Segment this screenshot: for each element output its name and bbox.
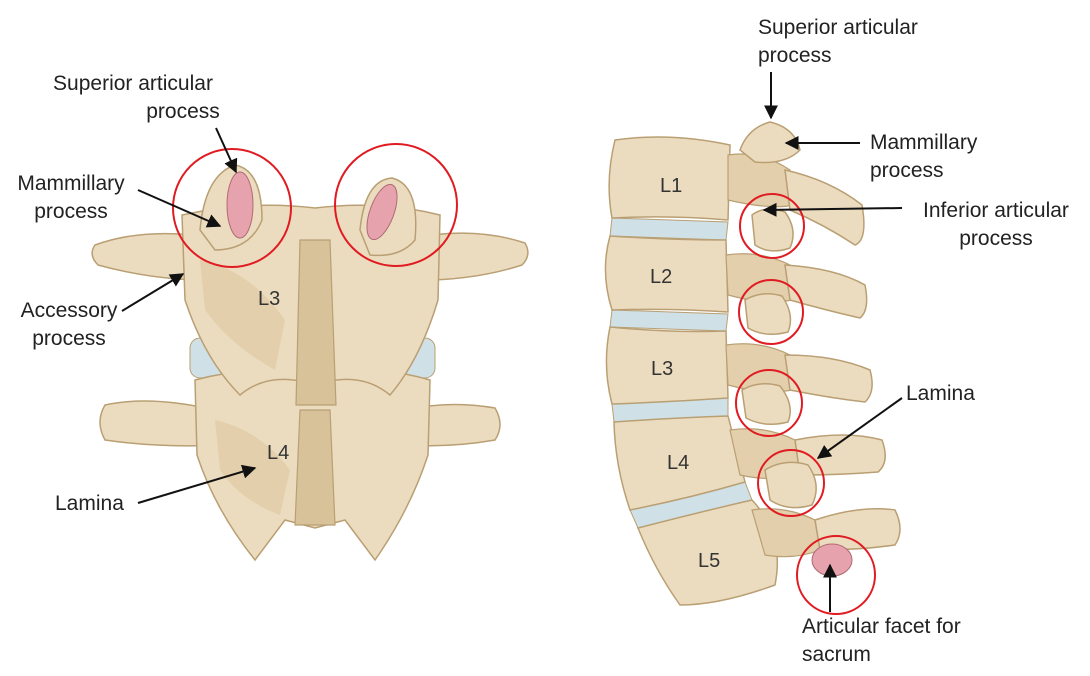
posterior-l3-lamina-shade <box>200 260 285 370</box>
posterior-l4-transverse-left <box>99 400 221 447</box>
lateral-inferior-articular-l2 <box>744 293 792 335</box>
lateral-lamina-label: Lamina <box>906 382 975 405</box>
posterior-highlight-circle-right <box>334 143 458 267</box>
lateral-vertebra-label-l2: L2 <box>650 266 673 288</box>
posterior-mammillary-label: Mammillary process <box>6 170 136 226</box>
posterior-mammillary-label-line2: process <box>34 200 108 223</box>
lateral-body-l1 <box>608 136 731 221</box>
posterior-articular-facet-right <box>366 183 398 241</box>
lateral-mammillary-label-line1: Mammillary <box>870 131 978 154</box>
lateral-spinous-l2 <box>784 264 868 319</box>
lateral-spinous-l3 <box>784 354 873 403</box>
lateral-sacral-facet-label: Articular facet for sacrum <box>802 613 961 669</box>
posterior-view <box>91 127 529 562</box>
posterior-articular-facet-left <box>226 171 254 239</box>
posterior-vertebra-label-l4: L4 <box>267 442 290 464</box>
lateral-inferior-articular-l1 <box>751 208 794 252</box>
posterior-highlight-circle-left <box>172 148 292 268</box>
lateral-sacral-facet <box>811 543 853 577</box>
posterior-mammillary-label-line1: Mammillary <box>17 172 125 195</box>
lateral-spinous-l5 <box>814 508 901 551</box>
lateral-vertebra-label-l5: L5 <box>698 550 721 572</box>
lateral-inferior-articular-label-line2: process <box>959 227 1033 250</box>
lateral-inferior-articular-label: Inferior articular process <box>908 197 1084 253</box>
lateral-body-l5 <box>636 499 779 606</box>
lateral-inferior-articular-label-line1: Inferior articular <box>923 199 1069 222</box>
lateral-mammillary-label: Mammillary process <box>870 129 977 185</box>
lateral-body-l2 <box>604 235 729 313</box>
lateral-superior-articular-label: Superior articular process <box>758 14 918 70</box>
lateral-highlight-circle-1 <box>739 193 805 259</box>
lateral-inferior-articular-arrow <box>762 202 903 217</box>
lateral-view <box>604 72 903 615</box>
lateral-highlight-circle-5 <box>796 535 876 615</box>
posterior-superior-articular-label: Superior articular process <box>38 70 228 126</box>
lateral-vertebra-label-l4: L4 <box>667 452 690 474</box>
posterior-lamina-label: Lamina <box>55 492 124 515</box>
lateral-lamina-arrow <box>816 397 903 459</box>
lateral-disc-l2-l3 <box>609 309 729 332</box>
lateral-inferior-articular-l3 <box>741 383 791 425</box>
posterior-accessory-label-line1: Accessory <box>20 299 118 322</box>
posterior-accessory-label-line2: process <box>32 327 106 350</box>
posterior-l4-spinous <box>294 409 336 526</box>
posterior-l3-spinous <box>295 239 337 406</box>
lateral-body-l3 <box>605 326 729 405</box>
lateral-highlight-circle-4 <box>757 449 825 517</box>
posterior-accessory-label: Accessory process <box>6 297 132 353</box>
posterior-superior-articular-label-line1: Superior articular <box>53 72 213 95</box>
lateral-sacral-facet-label-line2: sacrum <box>802 643 871 666</box>
posterior-superior-articular-arrow <box>215 127 238 174</box>
lateral-superior-articular-label-line1: Superior articular <box>758 16 918 39</box>
lateral-superior-articular-label-line2: process <box>758 44 832 67</box>
posterior-vertebra-label-l3: L3 <box>258 288 281 310</box>
lateral-mammillary-label-line2: process <box>870 159 944 182</box>
posterior-lamina-arrow <box>137 464 257 504</box>
lateral-vertebra-label-l1: L1 <box>660 175 683 197</box>
lateral-body-l4 <box>613 415 746 511</box>
posterior-accessory-arrow <box>121 273 185 312</box>
lateral-highlight-circle-3 <box>735 369 803 437</box>
lateral-spinous-l1 <box>784 169 865 246</box>
lateral-inferior-articular-l4 <box>764 461 817 509</box>
lateral-highlight-circle-2 <box>738 279 804 345</box>
posterior-mammillary-arrow <box>137 189 222 228</box>
lateral-vertebra-label-l3: L3 <box>651 358 674 380</box>
posterior-superior-articular-label-line2: process <box>146 100 220 123</box>
lateral-superior-articular-process <box>739 121 801 164</box>
lateral-sacral-facet-label-line1: Articular facet for <box>802 615 961 638</box>
